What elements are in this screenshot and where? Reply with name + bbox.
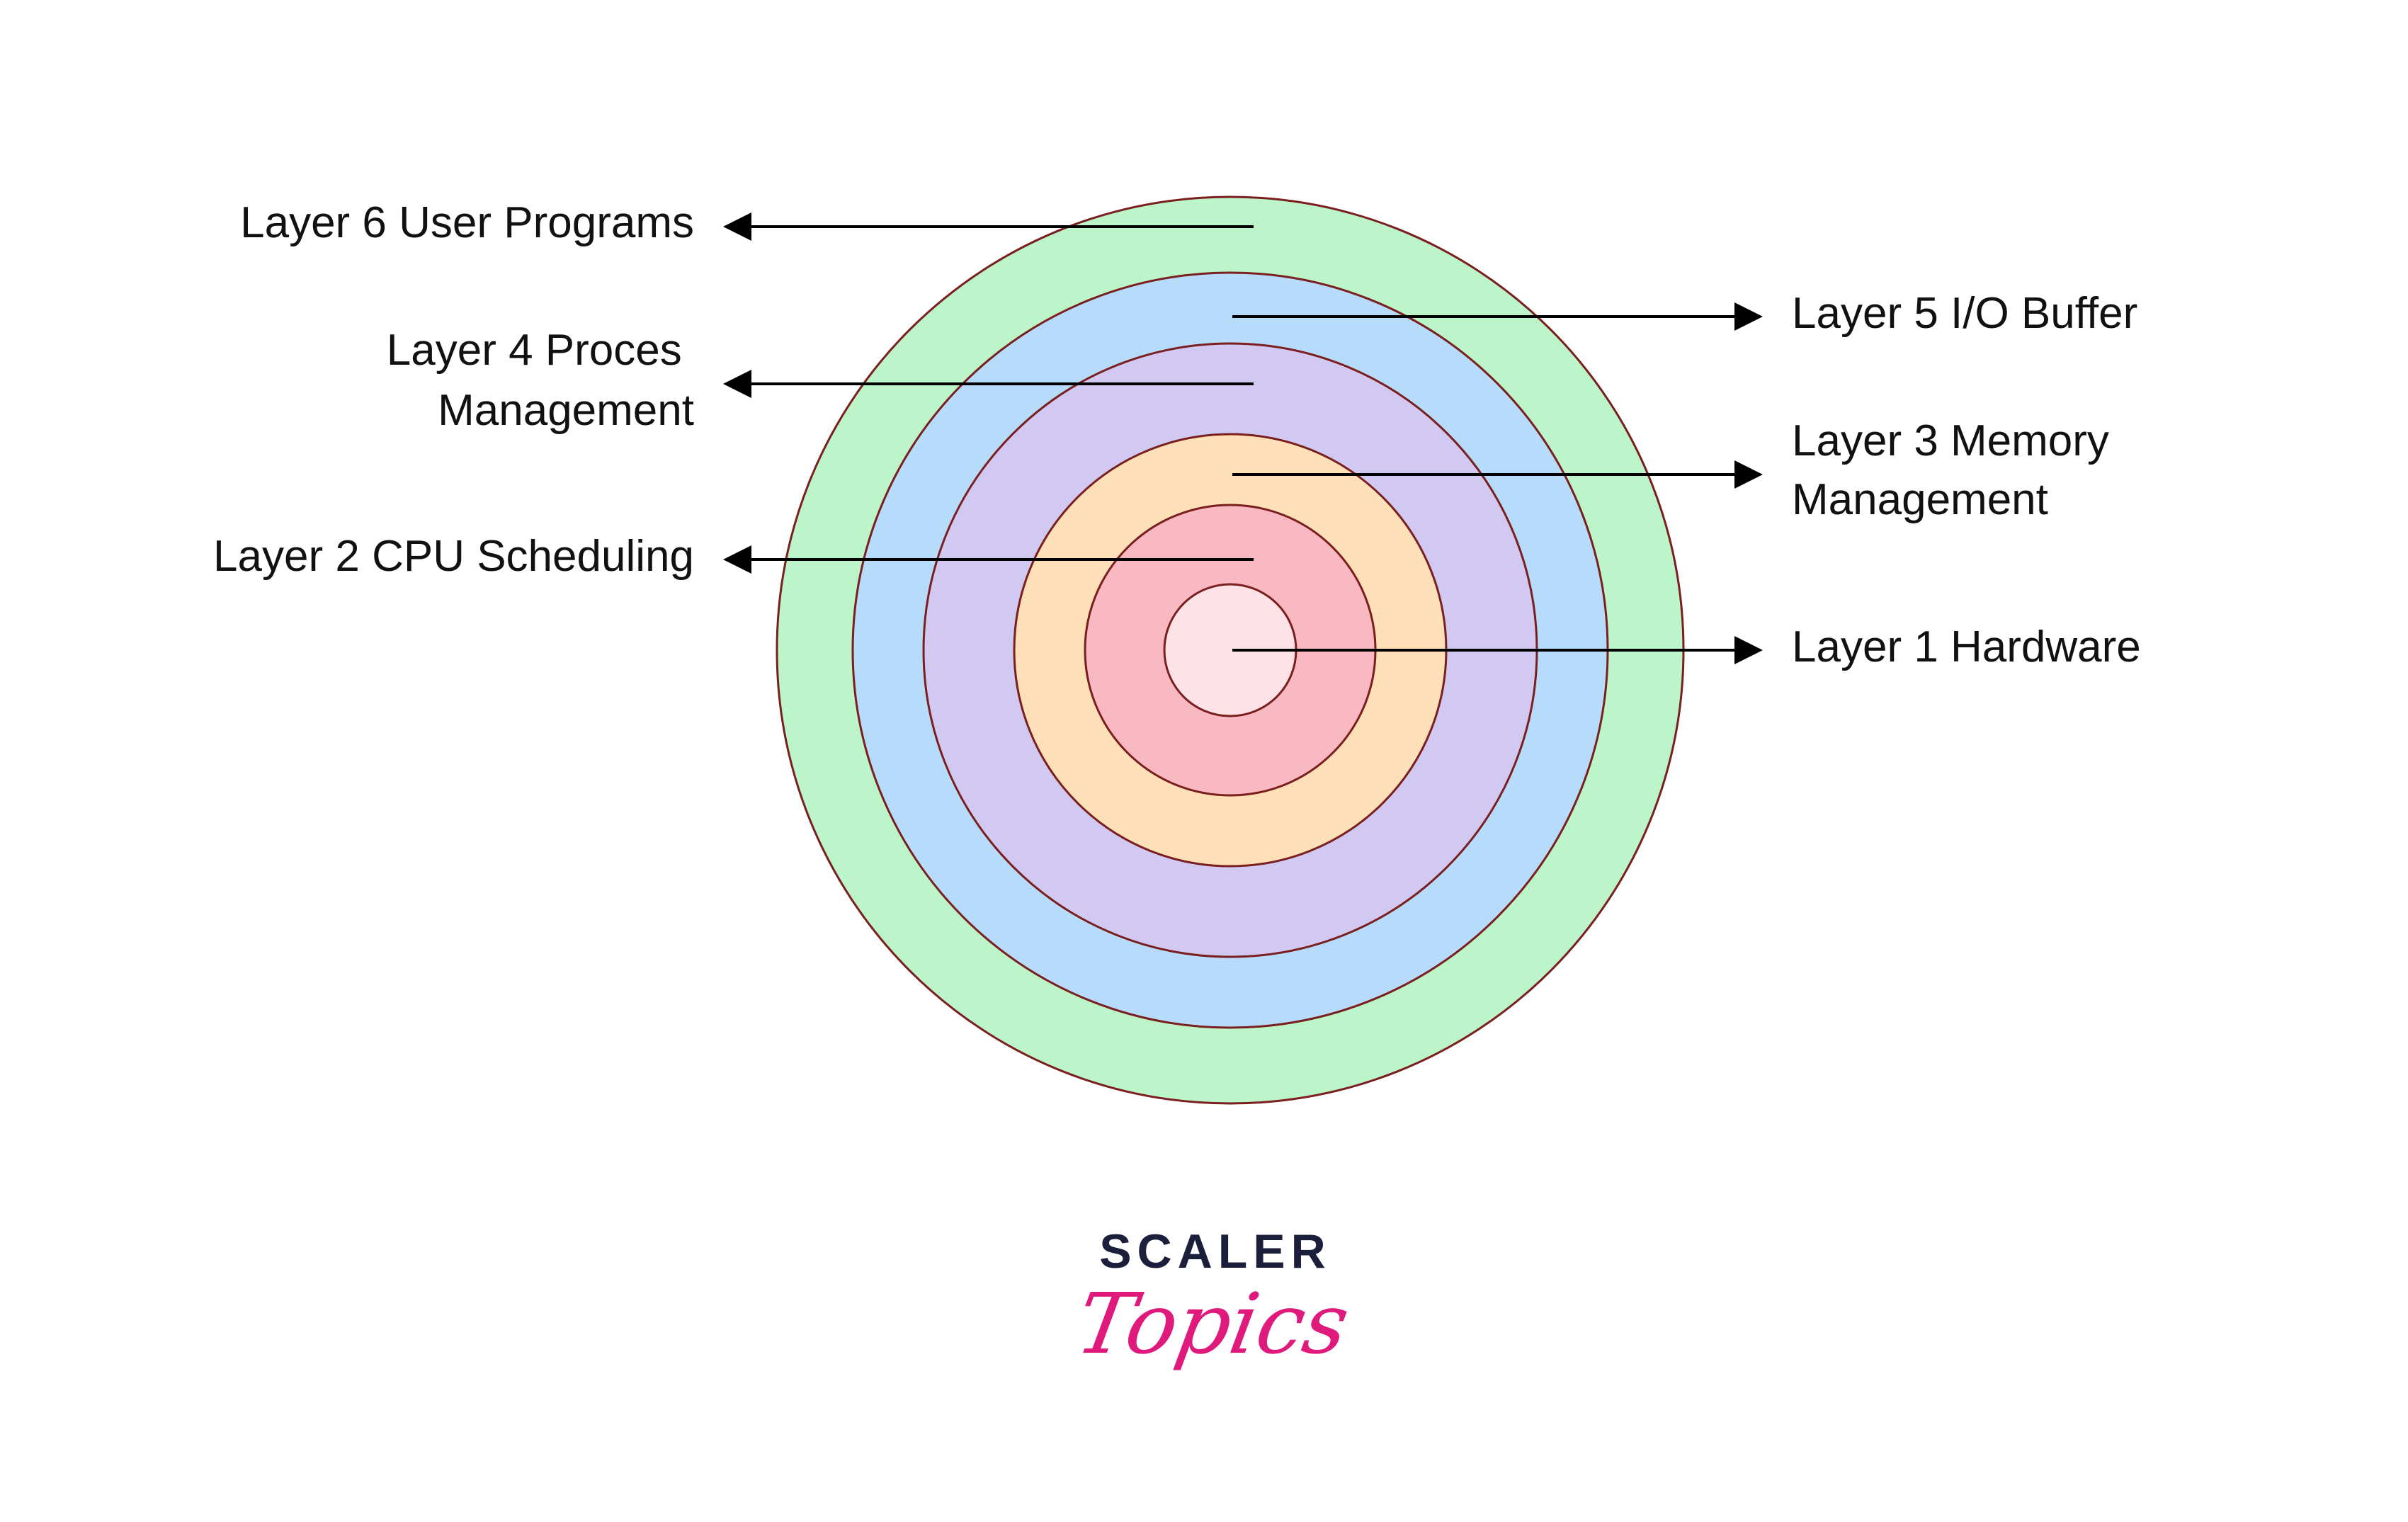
- logo-topics-text: Topics: [1069, 1276, 1356, 1373]
- rings: [776, 195, 1685, 1105]
- logo-scaler-text: SCALER: [1099, 1225, 1331, 1278]
- arrows: [723, 212, 1763, 664]
- label-layer5: Layer 5 I/O Buffer: [1792, 289, 2137, 338]
- label-layer2: Layer 2 CPU Scheduling: [213, 532, 694, 581]
- label-layer3: Layer 3 Memory Management: [1792, 416, 2121, 524]
- label-layer4: Layer 4 Proces Management: [387, 326, 694, 435]
- labels: Layer 6 User Programs Layer 5 I/O Buffer…: [213, 198, 2141, 671]
- label-layer6: Layer 6 User Programs: [240, 198, 694, 247]
- scaler-topics-logo: SCALER Topics: [1069, 1225, 1356, 1373]
- label-layer1: Layer 1 Hardware: [1792, 623, 2141, 671]
